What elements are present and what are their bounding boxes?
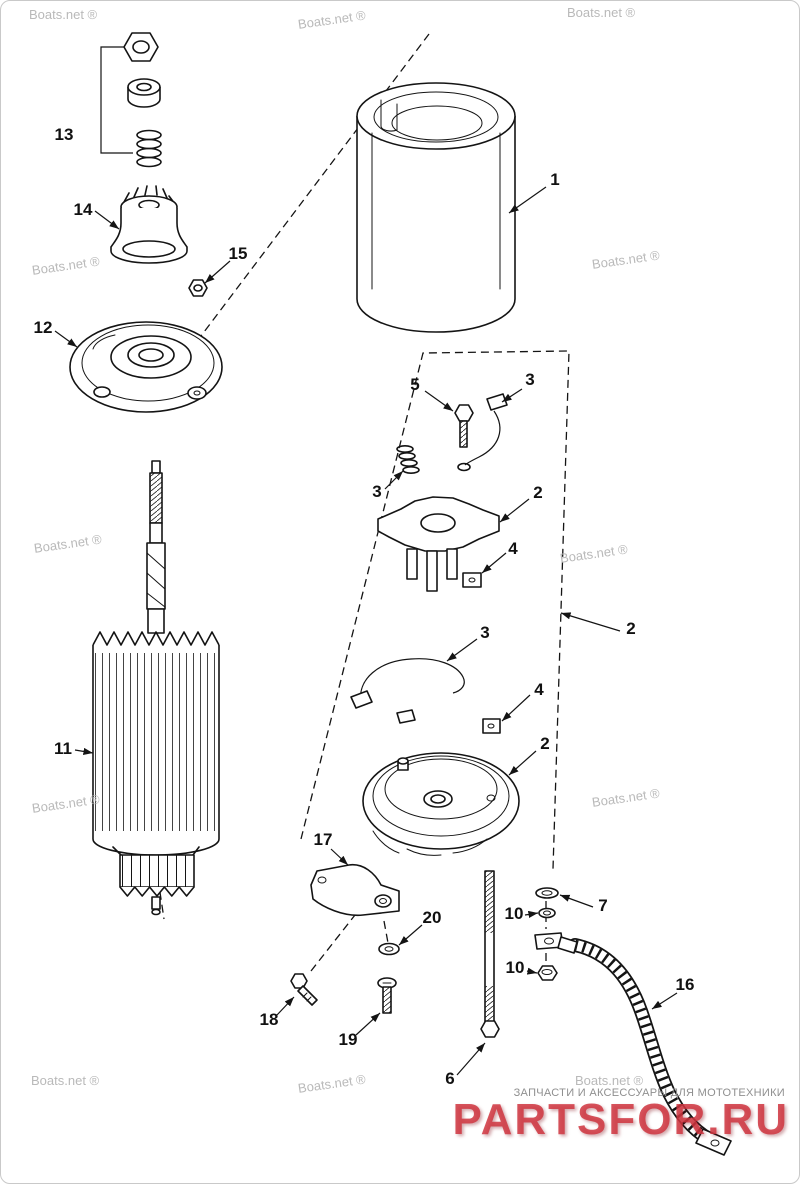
armature-11 [92, 460, 220, 916]
hardware-stack-13 [100, 32, 162, 168]
part-label-12: 12 [34, 318, 53, 337]
part-label-17: 17 [314, 830, 333, 849]
brush-holder-4-lower [482, 718, 501, 734]
part-label-15: 15 [229, 244, 248, 263]
spring-coil [136, 129, 162, 168]
part-label-3a: 3 [525, 370, 534, 389]
part-label-16: 16 [676, 975, 695, 994]
part-label-14: 14 [74, 200, 93, 219]
part-label-6: 6 [445, 1069, 454, 1088]
end-cap-12 [69, 321, 223, 413]
motor-housing-1 [356, 82, 516, 333]
brush-spring-3 [396, 444, 420, 474]
part-label-2b: 2 [626, 619, 635, 638]
brush-3-lower [350, 658, 465, 724]
screw-19 [377, 977, 397, 1014]
through-bolt-6 [480, 870, 500, 1038]
lock-washer-10-upper [538, 907, 556, 919]
part-label-4b: 4 [534, 680, 544, 699]
partsfor-brand-logo: PARTSFOR.RU [452, 1095, 789, 1144]
part-label-7: 7 [598, 896, 607, 915]
pinion-gear-14 [110, 185, 188, 264]
washer-20 [378, 942, 400, 956]
part-label-20: 20 [423, 908, 442, 927]
part-label-13: 13 [55, 125, 74, 144]
footer-tagline: ЗАПЧАСТИ И АКСЕССУАРЫ ДЛЯ МОТОТЕХНИКИ [513, 1087, 785, 1099]
part-label-10b: 10 [506, 958, 525, 977]
end-cap-2 [362, 752, 520, 856]
part-label-18: 18 [260, 1010, 279, 1029]
leader-lines [54, 186, 678, 1076]
screw-18 [290, 973, 318, 1006]
part-label-3c: 3 [480, 623, 489, 642]
part-label-3b: 3 [372, 482, 381, 501]
battery-cable-16 [557, 936, 732, 1156]
part-label-1: 1 [550, 170, 559, 189]
brush-3-upper [464, 393, 508, 466]
bracket-17 [310, 863, 400, 917]
part-label-4a: 4 [508, 539, 518, 558]
part-label-11: 11 [54, 739, 72, 758]
part-label-19: 19 [339, 1030, 358, 1049]
washer-7 [535, 887, 559, 899]
part-label-5: 5 [410, 375, 419, 394]
part-label-2a: 2 [533, 483, 542, 502]
brush-holder-4-upper [462, 572, 482, 588]
nut-15 [188, 279, 208, 297]
part-labels: 13 14 15 12 11 1 5 3 3 2 4 2 3 4 2 17 20… [34, 125, 695, 1088]
part-label-10a: 10 [505, 904, 524, 923]
screw-5 [454, 404, 474, 472]
brush-plate-2 [377, 496, 500, 592]
part-label-2c: 2 [540, 734, 549, 753]
nut-10-lower [537, 965, 558, 981]
